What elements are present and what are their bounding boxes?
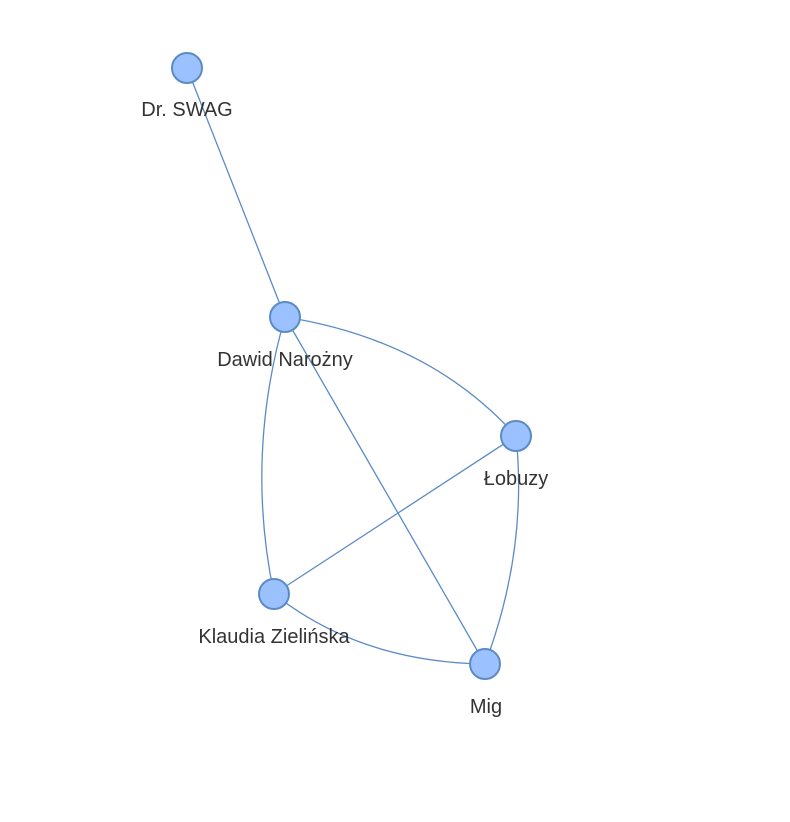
edges-layer — [186, 67, 520, 665]
edge-klaudia-mig[interactable] — [273, 593, 486, 665]
node-label: Mig — [470, 696, 502, 718]
node-label: Dr. SWAG — [141, 99, 232, 121]
edge-lobuzy-klaudia[interactable] — [273, 435, 517, 595]
node-circle[interactable] — [258, 578, 290, 610]
nodes-layer: Dr. SWAG Dawid Narożny Łobuzy Klaudia Zi… — [141, 52, 549, 718]
node-klaudia-zielinska[interactable]: Klaudia Zielińska — [198, 578, 350, 648]
node-lobuzy[interactable]: Łobuzy — [484, 420, 549, 490]
node-label: Klaudia Zielińska — [198, 626, 350, 648]
edge-lobuzy-mig[interactable] — [484, 435, 520, 665]
node-label: Dawid Narożny — [217, 349, 353, 371]
edge-dawid-lobuzy[interactable] — [284, 316, 517, 437]
node-circle[interactable] — [469, 648, 501, 680]
node-circle[interactable] — [500, 420, 532, 452]
node-circle[interactable] — [171, 52, 203, 84]
node-dawid-narozny[interactable]: Dawid Narożny — [217, 301, 353, 371]
node-circle[interactable] — [269, 301, 301, 333]
edge-dawid-mig[interactable] — [284, 316, 486, 665]
edge-drswag-dawid[interactable] — [186, 67, 286, 318]
edge-dawid-klaudia[interactable] — [261, 316, 286, 595]
node-dr-swag[interactable]: Dr. SWAG — [141, 52, 233, 121]
node-mig[interactable]: Mig — [469, 648, 502, 718]
node-label: Łobuzy — [484, 468, 549, 490]
